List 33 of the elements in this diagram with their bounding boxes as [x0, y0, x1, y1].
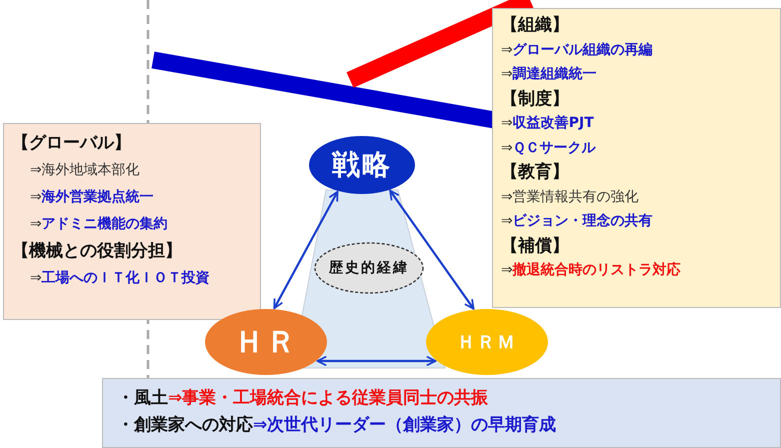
- bullet-text: ⇒工場へのＩＴ化ＩＯＴ投資: [29, 269, 210, 288]
- bullet-text: ⇒海外地域本部化: [29, 161, 140, 180]
- node-label: 戦略: [332, 147, 392, 183]
- node-label: ＨＲＭ: [457, 331, 517, 354]
- section-heading: 【グローバル】: [12, 132, 131, 155]
- hr-ellipse: [204, 308, 328, 376]
- bullet-text: ⇒ビジョン・理念の共有: [501, 212, 653, 231]
- bullet-text: ⇒グローバル組織の再編: [501, 40, 653, 60]
- double-arrow: [273, 190, 338, 310]
- bullet-text: ⇒アドミニ機能の集約: [29, 215, 168, 234]
- section-heading: 【制度】: [501, 88, 569, 110]
- section-heading: 【教育】: [501, 161, 569, 184]
- bullet-text: ⇒調達組織統一: [501, 65, 597, 84]
- bullet-text: ・創業家への対応⇒次世代リーダー（創業家）の早期育成: [117, 414, 556, 437]
- bullet-text: ⇒収益改善PJT: [501, 114, 594, 133]
- bullet-text: ⇒海外営業拠点統一: [29, 188, 154, 207]
- double-arrow: [316, 356, 436, 366]
- hrm-ellipse: [425, 308, 549, 376]
- text-panel: [492, 8, 781, 308]
- bullet-text: ⇒撤退統合時のリストラ対応: [501, 260, 681, 280]
- node-label: 歴史的経緯: [329, 259, 409, 277]
- text-panel: [102, 378, 781, 448]
- node-label: ＨＲ: [234, 324, 298, 362]
- section-heading: 【機械との役割分担】: [12, 240, 182, 263]
- bullet-text: ⇒ＱＣサークル: [501, 138, 596, 158]
- section-heading: 【組織】: [501, 14, 569, 37]
- dashed-ellipse: [314, 242, 424, 294]
- strategy-ellipse: [308, 135, 416, 195]
- bullet-text: ・風土⇒事業・工場統合による従業員同士の共振: [117, 387, 488, 410]
- bullet-text: ⇒営業情報共有の強化: [501, 188, 639, 206]
- text-panel: [3, 123, 261, 320]
- section-heading: 【補償】: [501, 234, 569, 258]
- double-arrow: [389, 190, 474, 310]
